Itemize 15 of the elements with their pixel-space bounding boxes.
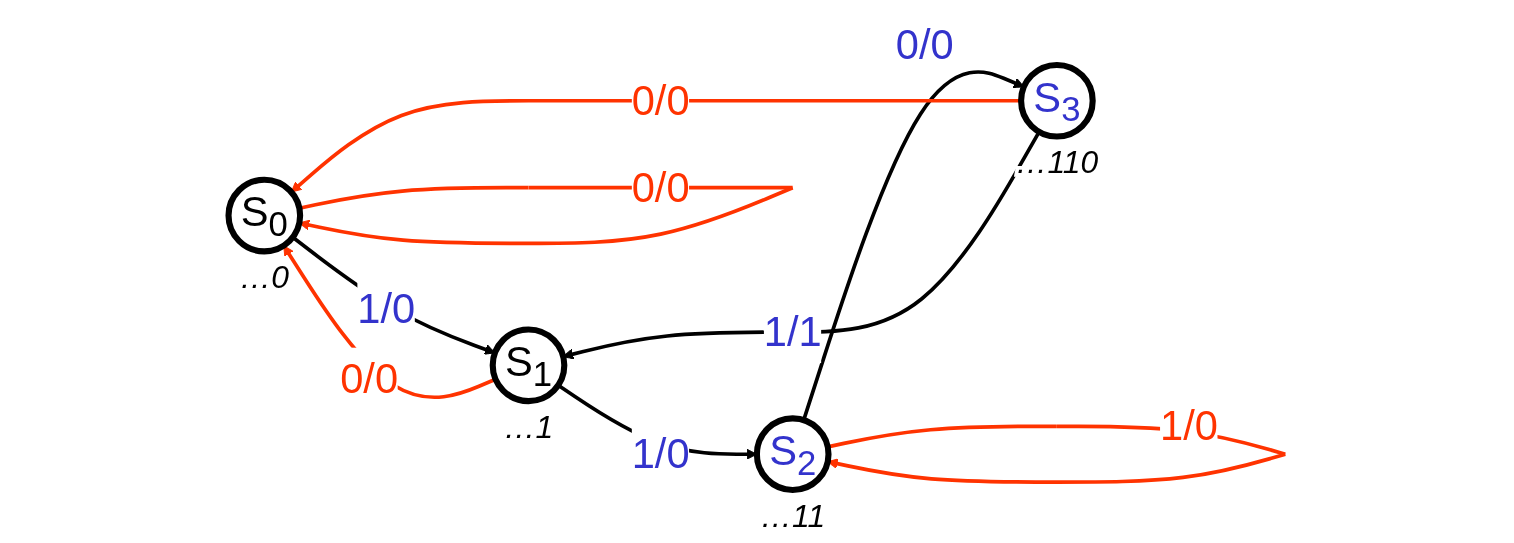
state-note: …0 — [239, 259, 290, 296]
edge-label: 1/0 — [631, 430, 690, 477]
edge-label: 1/0 — [357, 285, 416, 332]
node-circle: S$_{3}$ — [1018, 61, 1096, 140]
state-note: …1 — [503, 408, 554, 445]
edge-label: 1/1 — [763, 308, 822, 355]
node-circle: S$_{1}$ — [489, 326, 568, 405]
edge-label: 0/0 — [631, 76, 690, 124]
state-note: …11 — [760, 497, 826, 534]
edge-label: 0/0 — [895, 21, 954, 68]
node-circle: S$_{2}$ — [753, 415, 832, 494]
edge-label: 1/0 — [1160, 402, 1218, 450]
edge-label: 0/0 — [631, 163, 690, 211]
edge-label: 0/0 — [340, 354, 399, 402]
node-circle: S$_{0}$ — [225, 176, 304, 255]
